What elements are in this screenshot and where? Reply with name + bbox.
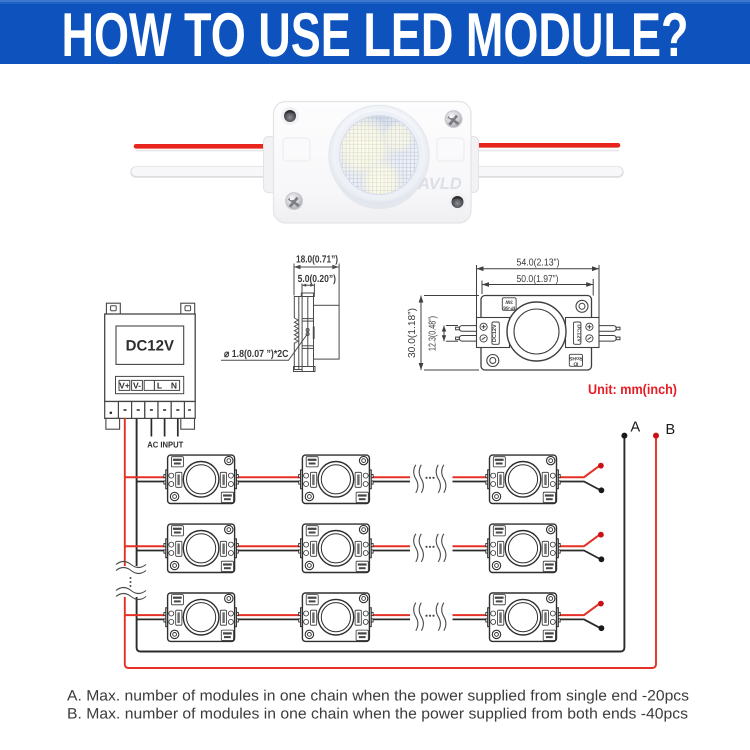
svg-text:50.0(1.97”): 50.0(1.97”) xyxy=(517,274,559,285)
svg-text:A: A xyxy=(631,420,641,436)
svg-text:5.0(0.20”): 5.0(0.20”) xyxy=(298,274,336,285)
svg-text:A. Max. number of modules in o: A. Max. number of modules in one chain w… xyxy=(67,688,689,705)
svg-text:⌀ 1.8(0.07 ”)*2C: ⌀ 1.8(0.07 ”)*2C xyxy=(224,349,289,360)
svg-text:IP-66: IP-66 xyxy=(503,304,515,310)
svg-text:18.0(0.71”): 18.0(0.71”) xyxy=(296,255,338,266)
svg-text:B: B xyxy=(666,422,676,438)
svg-text:ID: ID xyxy=(573,361,578,367)
svg-text:L: L xyxy=(157,381,162,391)
svg-text:N: N xyxy=(171,381,177,391)
svg-text:DC12V: DC12V xyxy=(575,324,581,342)
svg-text:HOW TO USE LED MODULE?: HOW TO USE LED MODULE? xyxy=(62,1,689,70)
svg-text:Unit: mm(inch): Unit: mm(inch) xyxy=(588,381,677,397)
svg-text:3W: 3W xyxy=(505,298,513,304)
svg-text:B. Max. number of modules in o: B. Max. number of modules in one chain w… xyxy=(67,706,688,723)
svg-text:AC INPUT: AC INPUT xyxy=(147,440,184,450)
svg-text:12.3(0.48”): 12.3(0.48”) xyxy=(428,316,439,351)
svg-text:V-: V- xyxy=(133,381,141,391)
svg-text:DC12V: DC12V xyxy=(126,338,174,355)
svg-text:RoHS: RoHS xyxy=(568,355,582,361)
svg-text:54.0(2.13”): 54.0(2.13”) xyxy=(517,258,560,269)
svg-text:30.0(1.18”): 30.0(1.18”) xyxy=(407,308,418,358)
svg-text:DC12V: DC12V xyxy=(492,324,498,342)
svg-text:V+: V+ xyxy=(119,381,130,391)
svg-text:AVLD: AVLD xyxy=(417,175,462,193)
